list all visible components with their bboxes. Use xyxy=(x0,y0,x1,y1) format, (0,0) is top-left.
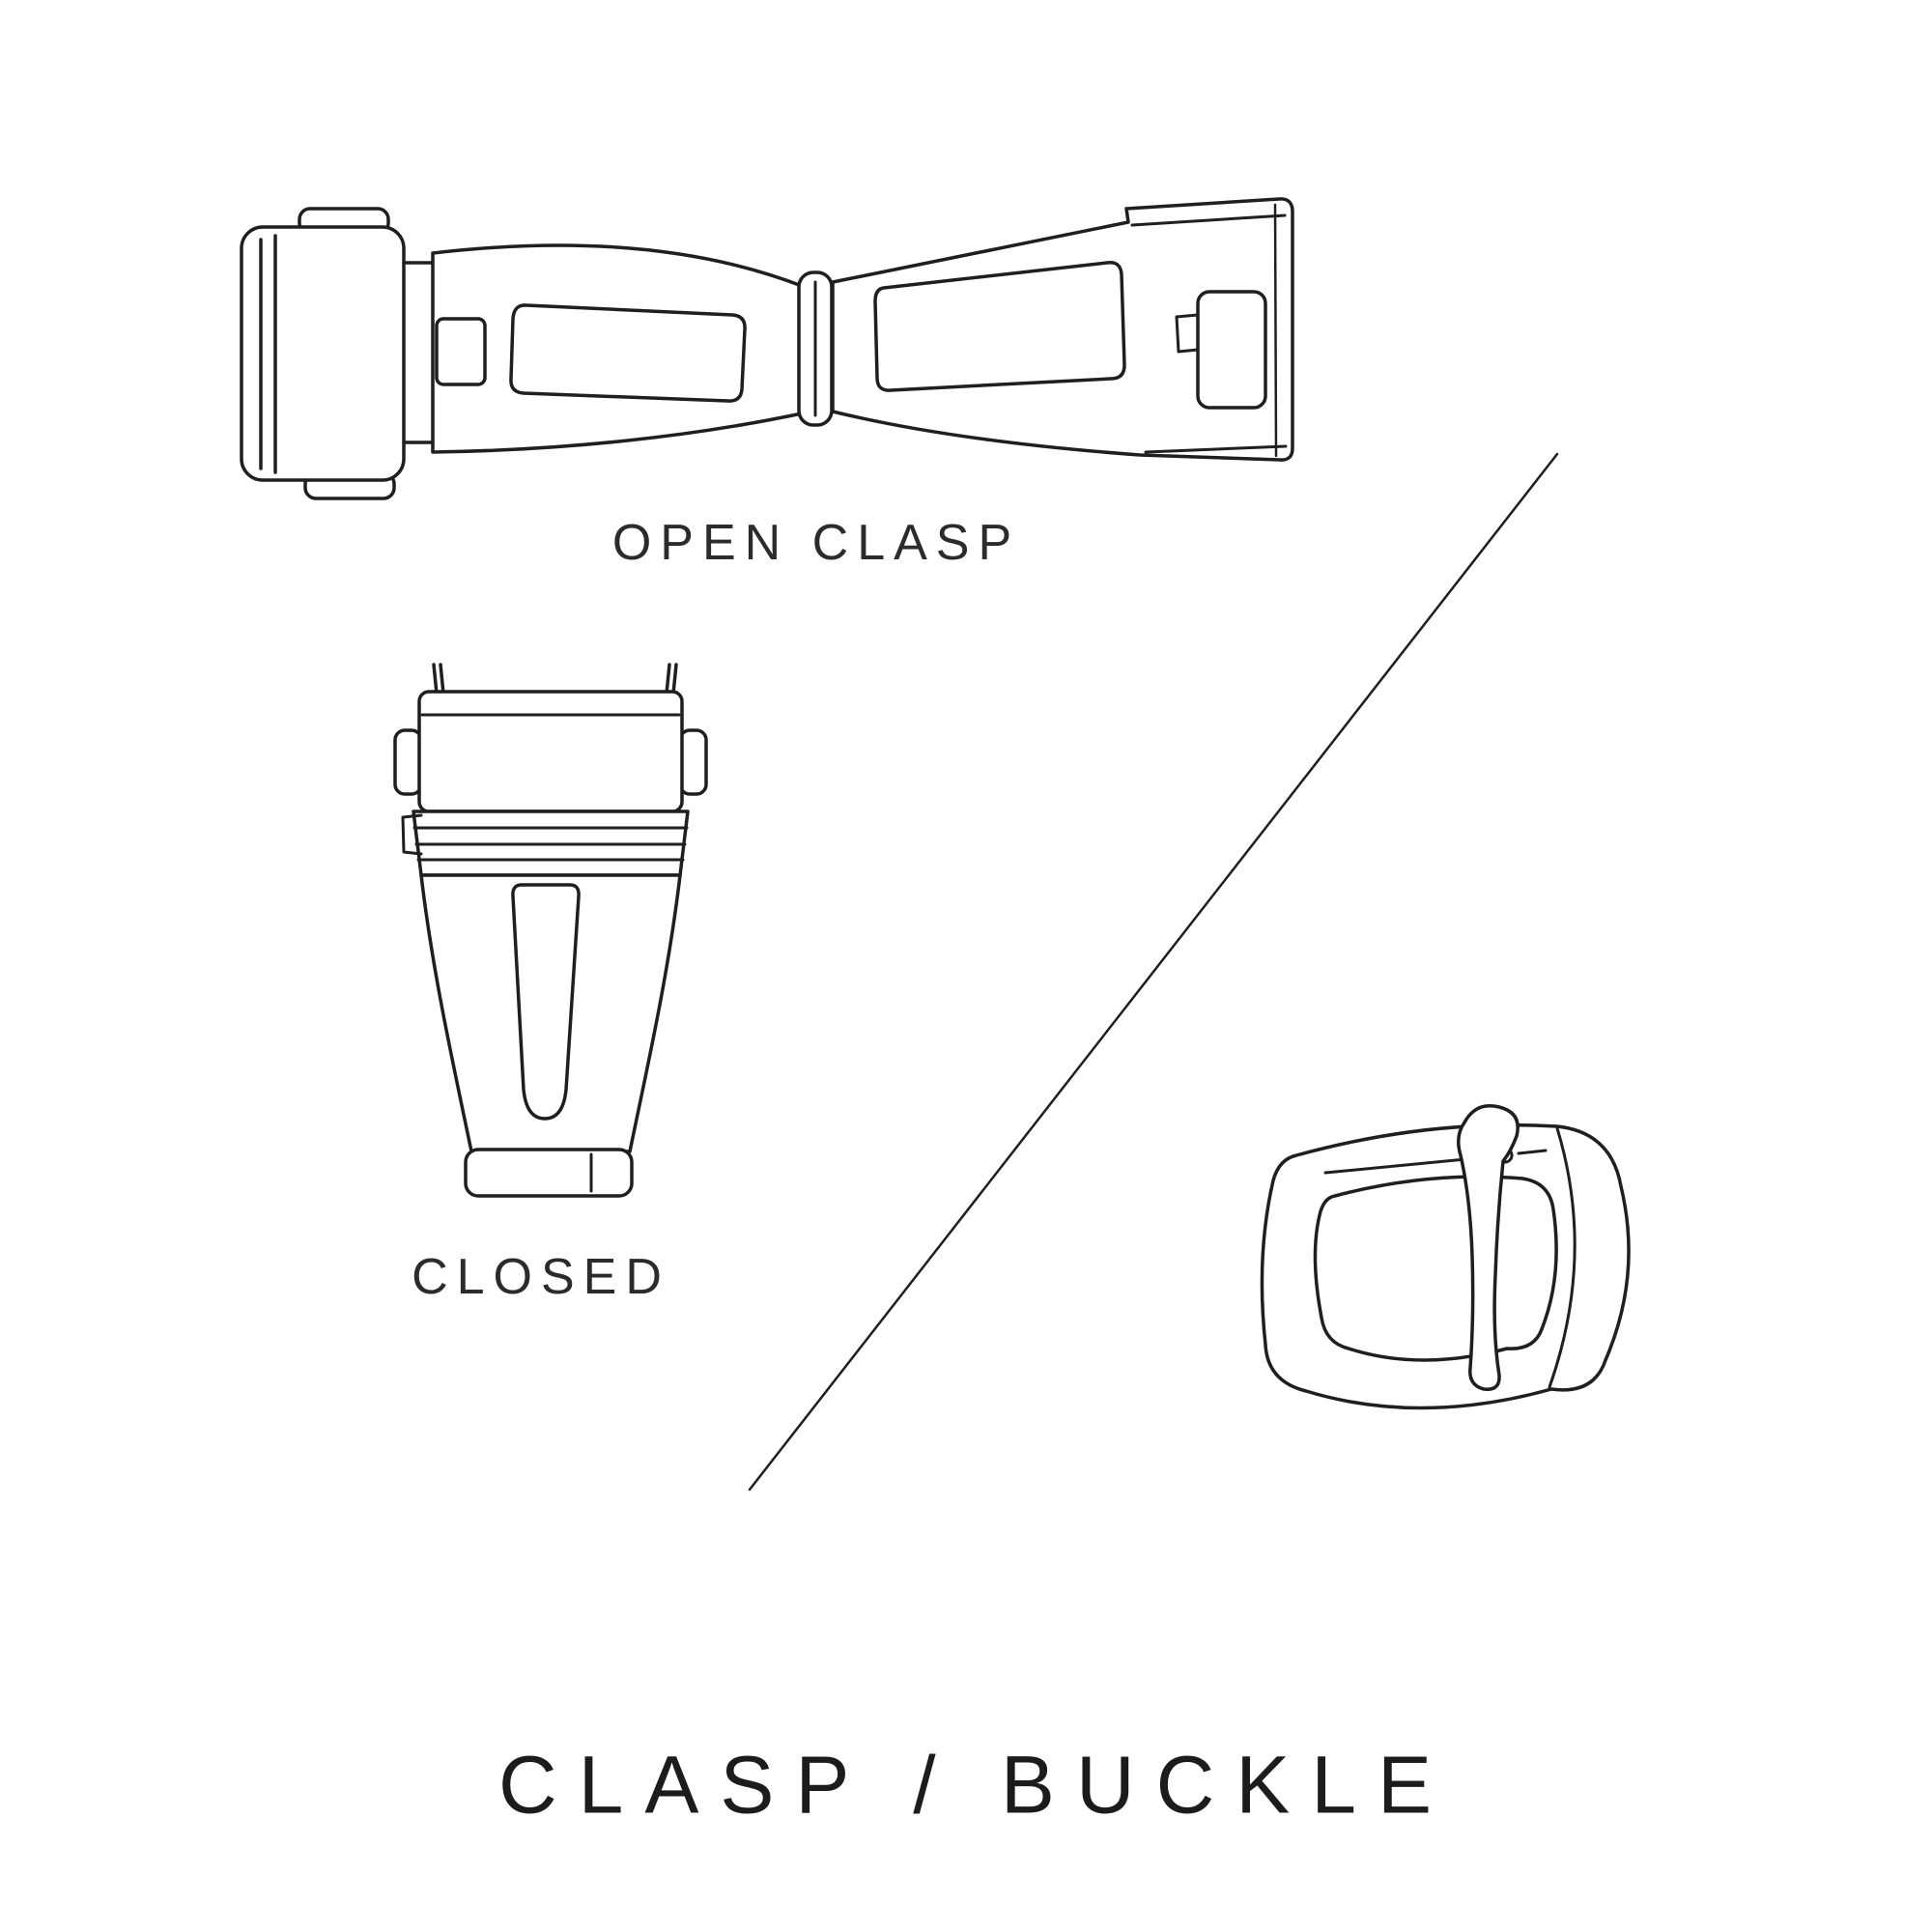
open-clasp-illustration xyxy=(240,197,1294,500)
open-clasp-label: OPEN CLASP xyxy=(611,515,1021,571)
divider-line xyxy=(748,452,1559,1492)
tang-buckle-illustration xyxy=(1260,1104,1631,1410)
closed-clasp-label: CLOSED xyxy=(412,1249,670,1305)
closed-clasp-illustration xyxy=(393,663,708,1198)
page-title: CLASP / BUCKLE xyxy=(497,1739,1454,1831)
